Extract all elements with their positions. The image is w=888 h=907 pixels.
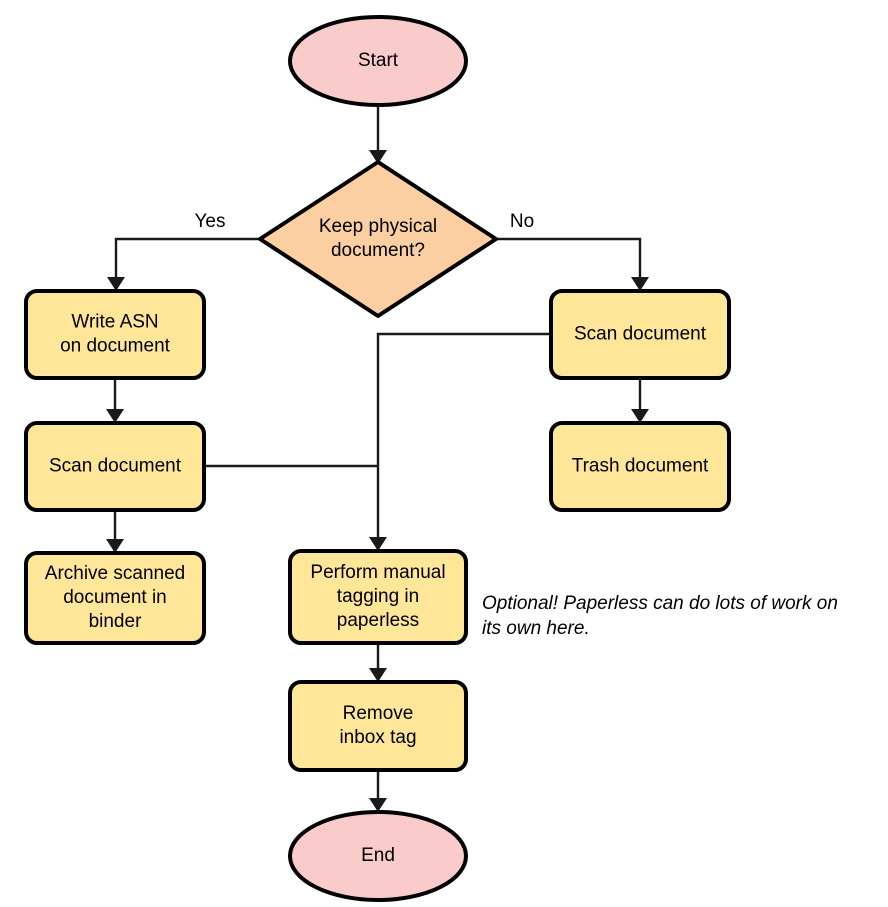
process-shape	[288, 549, 468, 645]
edge-path	[114, 237, 260, 283]
node-label: Start	[358, 50, 399, 71]
edge-scan-right-to-tagging	[369, 332, 551, 551]
process-shape	[24, 289, 206, 380]
arrowhead-icon	[631, 409, 649, 423]
process-shape	[549, 421, 731, 512]
edge-scan-left-to-archive	[106, 510, 124, 553]
edge-decision-yes	[107, 237, 260, 291]
edge-scan-right-to-trash	[631, 378, 649, 423]
annotation-optional-note: Optional! Paperless can do lots of work …	[482, 593, 838, 639]
node-start[interactable]: Start	[288, 15, 468, 107]
node-scan_left[interactable]: Scan document	[24, 421, 206, 512]
process-shape	[24, 421, 206, 512]
arrowhead-icon	[106, 539, 124, 553]
annotations-layer: Optional! Paperless can do lots of work …	[482, 593, 838, 639]
node-label: Trash document	[572, 456, 709, 477]
node-end[interactable]: End	[288, 810, 468, 902]
arrowhead-icon	[631, 277, 649, 291]
edge-tagging-to-remove-inbox	[369, 643, 387, 682]
edge-path	[496, 237, 642, 283]
arrowhead-icon	[369, 668, 387, 682]
node-label: End	[361, 845, 395, 866]
decision-shape	[258, 160, 498, 318]
edges-layer	[106, 105, 649, 812]
node-label: Scan document	[574, 324, 707, 345]
arrowhead-icon	[369, 150, 387, 164]
arrowhead-icon	[107, 277, 125, 291]
edge-decision-no	[496, 237, 649, 291]
edge-remove-inbox-to-end	[369, 770, 387, 812]
node-scan_right[interactable]: Scan document	[549, 289, 731, 380]
edge-start-to-decision	[369, 105, 387, 164]
process-shape	[288, 680, 468, 772]
arrowhead-icon	[106, 409, 124, 423]
process-shape	[549, 289, 731, 380]
process-shape	[24, 551, 206, 645]
edge-labels-layer: Yes No	[195, 211, 535, 232]
edge-label-yes: Yes	[195, 211, 226, 232]
terminator-shape	[288, 810, 468, 902]
edge-write-asn-to-scan-left	[106, 378, 124, 423]
terminator-shape	[288, 15, 468, 107]
node-trash[interactable]: Trash document	[549, 421, 731, 512]
arrowhead-icon	[369, 537, 387, 551]
arrowhead-icon	[369, 798, 387, 812]
edge-label-no: No	[510, 211, 534, 232]
edge-path	[376, 332, 551, 543]
node-label: Scan document	[49, 456, 182, 477]
